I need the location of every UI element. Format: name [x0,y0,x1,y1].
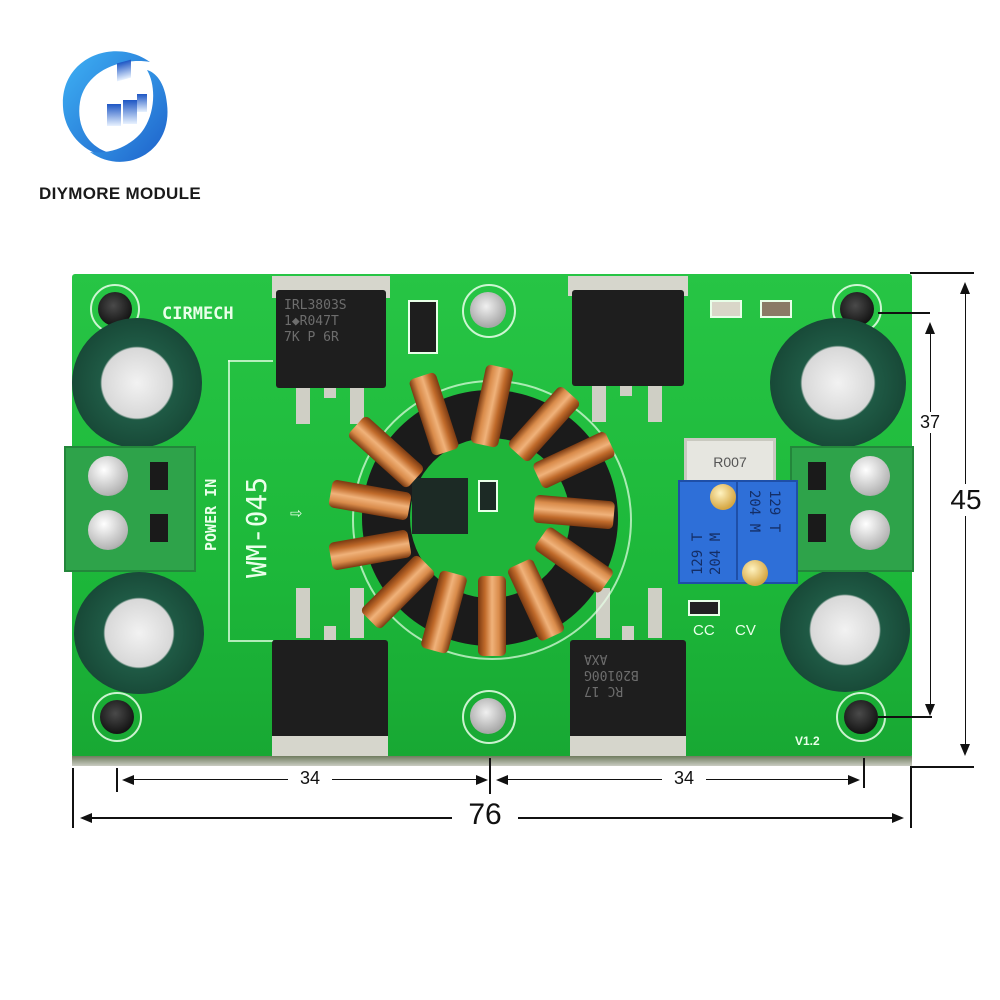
mosfet-bottom-left [272,640,388,740]
dim-label-76: 76 [452,798,518,832]
chip-marking: 7K P 6R [284,330,339,345]
pot-cv-marking: 129 T [766,490,782,533]
model-label: WM-045 [240,476,273,578]
dim-line-45 [965,290,966,750]
version-label: V1.2 [795,734,820,748]
dim-extension [910,768,912,828]
brand-name: DIYMORE MODULE [39,184,201,203]
manufacturer-label: CIRMECH [162,304,234,324]
dim-extension [72,768,74,828]
dim-line-37 [930,330,931,710]
potentiometer-block [678,480,798,584]
mosfet-pin [350,588,364,638]
smd-diode [408,300,438,354]
silk-divider-left [228,360,230,640]
dim-label-34-left: 34 [288,768,332,789]
diode-bottom-right: RC 17 B20100G AXA [570,640,686,740]
terminal-block-input[interactable] [64,446,196,572]
diymore-swirl-logo-icon [62,51,168,162]
dim-label-45: 45 [940,484,992,516]
terminal-screw[interactable] [850,456,890,496]
dim-extension [910,272,974,274]
terminal-slot [808,462,826,490]
arrow-icon: ⇨ [290,500,303,524]
chip-marking: RC 17 [584,683,624,698]
controller-ic [412,478,468,534]
pot-cv-marking: 204 M [746,490,762,533]
dim-extension [878,312,930,314]
mosfet-pin [620,386,632,396]
arrow-right-icon [476,775,488,785]
mosfet-pin [648,386,662,422]
cv-label: CV [735,622,756,639]
dim-extension [878,716,932,718]
chip-marking: 1◆R047T [284,314,339,329]
diode-pin [622,626,634,640]
screw-top-center [470,292,506,328]
mosfet-pin [296,588,310,638]
mosfet-top-right [572,290,684,386]
terminal-slot [150,462,168,490]
mosfet-pin [592,386,606,422]
pcb-edge [72,756,912,766]
dim-extension [489,758,491,794]
mosfet-pin [324,388,336,398]
dim-extension [863,758,865,788]
terminal-slot [150,514,168,542]
diode-tab [570,736,686,756]
capacitor-bottom-right [780,568,910,692]
smd-resistor [760,300,792,318]
arrow-up-icon [925,322,935,334]
terminal-screw[interactable] [88,456,128,496]
terminal-slot [808,514,826,542]
shunt-resistor: R007 [684,438,776,486]
mosfet-pin [296,388,310,424]
smd-component [478,480,498,512]
dim-extension [116,768,118,792]
arrow-down-icon [925,704,935,716]
mount-hole-bottom-center [462,690,516,744]
mosfet-top-left: IRL3803S 1◆R047T 7K P 6R [276,290,386,388]
cc-adjust-screw[interactable] [710,484,736,510]
screw-bottom-right [844,700,878,734]
dim-label-34-right: 34 [662,768,706,789]
dim-label-37: 37 [912,412,948,433]
dim-extension [910,766,974,768]
mount-hole-bottom-left [92,692,142,742]
arrow-left-icon [496,775,508,785]
terminal-screw[interactable] [88,510,128,550]
arrow-left-icon [122,775,134,785]
power-in-label: POWER IN [202,478,220,552]
arrow-left-icon [80,813,92,823]
mosfet-tab [272,736,388,756]
silk-line [228,360,273,362]
mount-hole-top-center [462,284,516,338]
diymore-logo [55,42,175,172]
silk-line [228,640,273,642]
led-indicator [710,300,742,318]
mosfet-pin [350,388,364,424]
capacitor-top-right [770,318,906,448]
screw-bottom-left [100,700,134,734]
chip-marking: IRL3803S [284,298,347,313]
mosfet-pin [324,626,336,640]
screw-bottom-center [470,698,506,734]
cv-adjust-screw[interactable] [742,560,768,586]
pot-divider [736,482,738,580]
terminal-screw[interactable] [850,510,890,550]
chip-marking: AXA [584,651,608,666]
capacitor-top-left [72,318,202,448]
diode-pin [648,588,662,638]
cc-label: CC [693,622,715,639]
pot-cc-marking: 129 T [690,532,706,575]
capacitor-bottom-left [74,572,204,694]
smd-resistor [688,600,720,616]
arrow-up-icon [960,282,970,294]
arrow-right-icon [848,775,860,785]
chip-marking: B20100G [584,667,639,682]
arrow-right-icon [892,813,904,823]
arrow-down-icon [960,744,970,756]
